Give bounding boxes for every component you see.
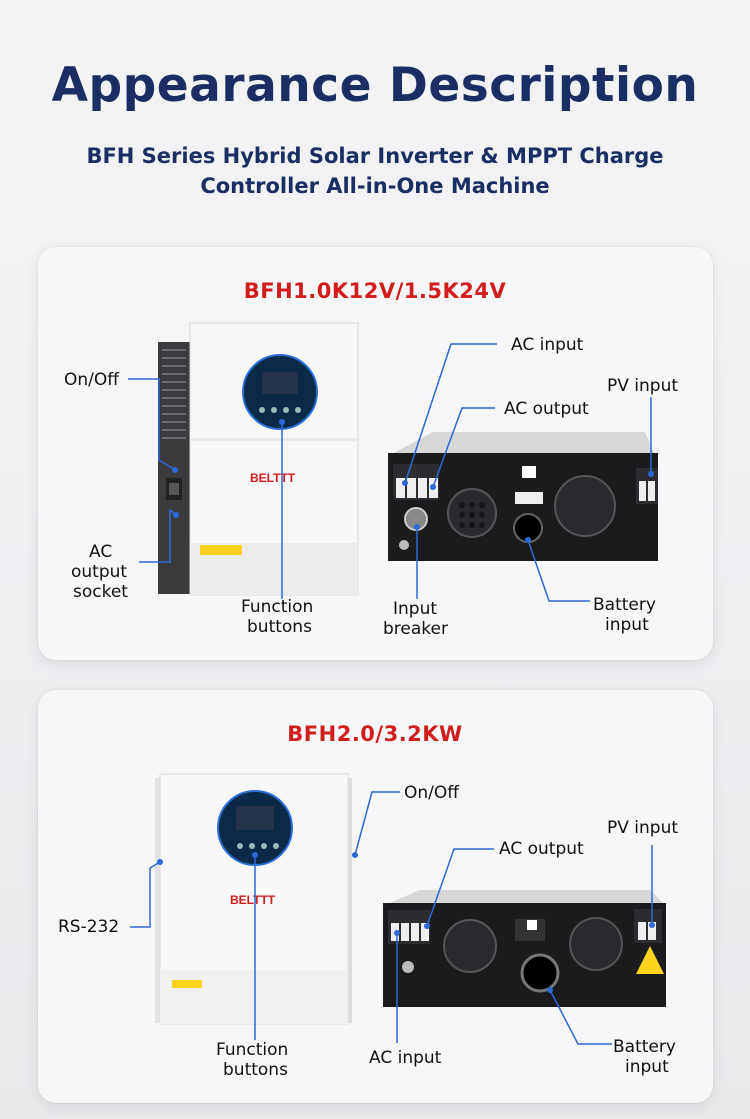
label-function-buttons-2-1: Function [216,1040,289,1060]
page-title: Appearance Description [51,58,699,113]
label-input-breaker-2: breaker [383,619,448,639]
label-function-buttons-2-2: buttons [223,1060,288,1080]
inverter1-brand-logo: BELTTT [250,471,296,485]
label-ac-input: AC input [511,335,584,355]
inverter1-back [388,432,658,561]
inverter2-body: BELTTT [155,773,352,1025]
label-on-off: On/Off [64,370,119,390]
label-ac-output-socket-1: AC [89,542,113,562]
label-battery-input-2-2: input [625,1057,669,1077]
label-input-breaker-1: Input [393,599,438,619]
label-ac-output: AC output [504,399,589,419]
label-battery-input-1: Battery [593,595,656,615]
label-battery-input-2-1: Battery [613,1037,676,1057]
label-ac-output-socket-2: output [71,562,128,582]
page-subtitle-line2: Controller All-in-One Machine [200,174,550,198]
inverter2-back [383,890,666,1007]
page-subtitle-line1: BFH Series Hybrid Solar Inverter & MPPT … [86,144,664,168]
label-function-buttons-1: Function [241,597,314,617]
inverter1-body: BELTTT [158,322,359,596]
label-rs232: RS-232 [58,917,120,937]
label-battery-input-2: input [605,615,649,635]
section1-model-title: BFH1.0K12V/1.5K24V [243,279,507,303]
label-pv-input: PV input [607,376,679,396]
label-ac-output-socket-3: socket [73,582,128,602]
label-on-off-2: On/Off [404,783,459,803]
label-ac-output-2: AC output [499,839,584,859]
label-function-buttons-2: buttons [247,617,312,637]
label-pv-input-2: PV input [607,818,679,838]
section2-model-title: BFH2.0/3.2KW [287,722,463,746]
inverter2-brand-logo: BELTTT [230,893,276,907]
label-ac-input-2: AC input [369,1048,442,1068]
